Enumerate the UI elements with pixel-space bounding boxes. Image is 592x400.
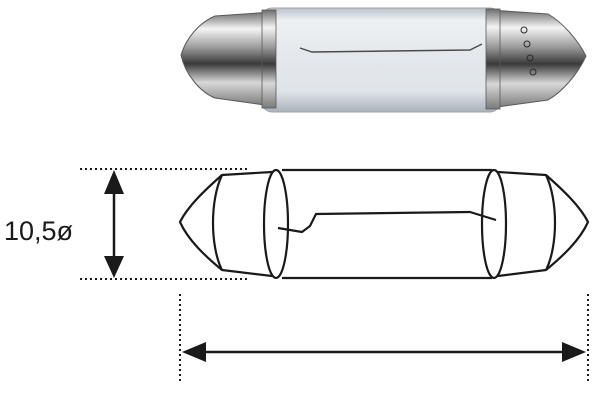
double-arrow-horizontal-icon <box>182 342 586 362</box>
left-cap-collar <box>261 9 277 109</box>
drawing-left-cap <box>178 170 273 278</box>
drawing-right-collar <box>480 168 508 280</box>
drawing-left-collar <box>262 168 290 280</box>
double-arrow-vertical-icon <box>104 170 124 278</box>
drawing-filament <box>277 210 497 234</box>
drawing-left-cap-band <box>211 174 223 271</box>
photo-filament <box>299 43 483 53</box>
drawing-tube-outline <box>282 168 492 280</box>
drawing-right-cap <box>497 170 590 278</box>
festoon-bulb-drawing-icon <box>178 168 590 280</box>
length-dimension <box>179 294 589 382</box>
glass-tube <box>261 7 501 113</box>
diameter-dimension: 10,5ø <box>4 168 250 280</box>
right-metal-cap <box>489 9 587 109</box>
cap-marking <box>520 26 537 76</box>
festoon-bulb-photo-icon <box>180 7 587 113</box>
drawing-right-cap-band <box>545 174 557 271</box>
diameter-label: 10,5ø <box>4 216 73 246</box>
left-metal-cap <box>180 11 273 107</box>
right-cap-collar <box>485 8 501 110</box>
